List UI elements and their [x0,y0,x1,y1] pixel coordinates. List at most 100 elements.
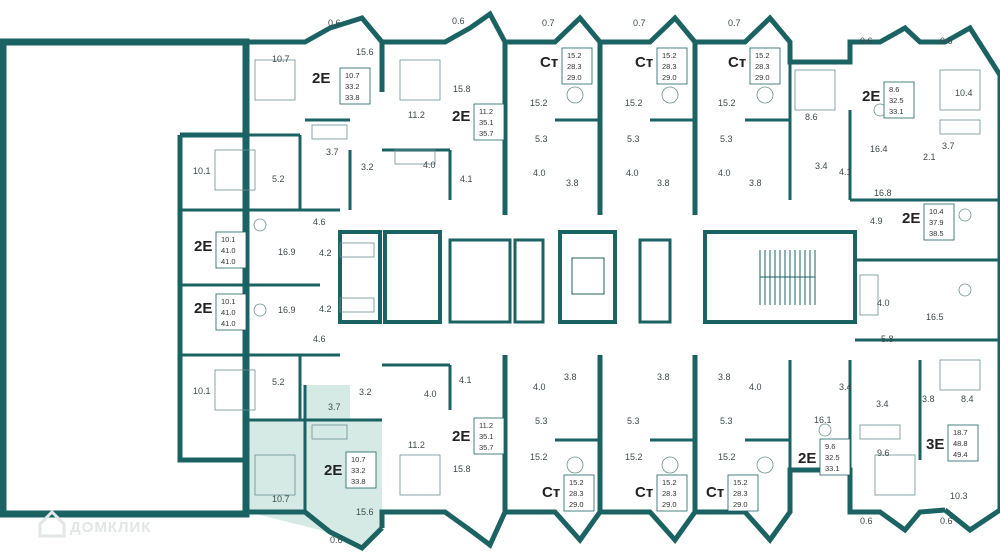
apartment-type: 2E [862,88,880,105]
area-living: 15.2 [662,478,677,487]
room-label: 11.2 [408,110,425,120]
furniture-sketches [214,59,981,496]
apartment-badge[interactable]: 2E 8.6 32.5 33.1 [862,81,915,119]
room-label: 4.0 [424,389,437,399]
room-label: 10.3 [950,491,968,501]
room-label: 0.7 [542,18,555,28]
apartment-badge[interactable]: 2E 11.2 35.1 35.7 [452,417,505,455]
area-total: 41.0 [221,308,236,317]
apartment-badge[interactable]: 2E 11.2 35.1 35.7 [452,103,505,141]
apartment-badge[interactable]: Ст 15.2 28.3 29.0 [542,474,595,512]
room-label: 4.9 [870,216,883,226]
room-label: 10.1 [193,166,211,176]
room-label: 3.8 [657,372,670,382]
room-label: 5.3 [627,416,640,426]
apartment-badge[interactable]: Ст 15.2 28.3 29.0 [540,47,593,85]
area-full: 49.4 [953,450,968,459]
room-label: 16.5 [926,312,944,322]
room-label: 5.3 [535,134,548,144]
room-label: 16.8 [874,188,892,198]
area-total: 28.3 [569,489,584,498]
area-full: 33.1 [825,464,840,473]
area-full: 29.0 [662,73,677,82]
room-label: 15.6 [356,47,374,57]
area-living: 10.7 [345,71,360,80]
home-logo-icon [38,509,66,538]
room-area-labels: 0.6 0.6 0.7 0.7 0.7 0.6 0.6 10.7 15.6 15… [193,16,974,545]
apartment-badge[interactable]: Ст 15.2 28.3 29.0 [635,47,688,85]
apartment-type: Ст [635,54,653,71]
watermark: ДОМКЛИК [38,509,151,538]
room-label: 5.3 [720,416,733,426]
area-total: 28.3 [755,62,770,71]
area-full: 33.1 [889,107,904,116]
apartment-badge[interactable]: 2E 10.4 37.9 38.5 [902,203,955,241]
area-total: 35.1 [479,118,494,127]
building-core [338,230,857,324]
room-label: 4.0 [749,382,762,392]
area-total: 28.3 [662,489,677,498]
apartment-badge[interactable]: 2E 10.7 33.2 33.8 [312,67,371,105]
apartment-badge[interactable]: 2E 10.1 41.0 41.0 [194,231,247,269]
room-label: 3.8 [718,372,731,382]
room-label: 4.2 [319,248,332,258]
apartment-badge[interactable]: 3E 18.7 48.8 49.4 [926,424,979,462]
area-living: 15.2 [755,51,770,60]
room-label: 3.8 [566,178,579,188]
area-total: 32.5 [825,453,840,462]
apartment-type: 2E [312,70,330,87]
room-label: 4.1 [460,174,473,184]
area-total: 28.3 [662,62,677,71]
watermark-text: ДОМКЛИК [70,519,151,536]
area-total: 48.8 [953,439,968,448]
apartment-badge[interactable]: Ст 15.2 28.3 29.0 [635,474,688,512]
area-total: 28.3 [567,62,582,71]
apartment-type: Ст [635,484,653,501]
apartment-badge[interactable]: 2E 10.1 41.0 41.0 [194,293,247,331]
area-living: 10.1 [221,297,236,306]
area-living: 11.2 [479,107,493,116]
room-label: 5.3 [535,416,548,426]
apartment-type: 3E [926,436,944,453]
area-living: 15.2 [662,51,677,60]
adjacent-building-outline [0,38,250,518]
area-full: 38.5 [929,229,944,238]
area-total: 33.2 [345,82,360,91]
apartment-type: Ст [728,54,746,71]
room-label: 3.4 [876,399,889,409]
area-living: 15.2 [569,478,584,487]
apartment-badge[interactable]: Ст 15.2 28.3 29.0 [706,474,759,512]
area-living: 8.6 [889,85,899,94]
room-label: 16.9 [278,305,296,315]
room-label: 10.4 [955,88,973,98]
area-total: 37.9 [929,218,944,227]
room-label: 0.7 [728,18,741,28]
interior-walls [180,62,1000,512]
outer-walls-top [177,10,1000,534]
room-label: 0.6 [330,535,343,545]
room-label: 16.4 [870,144,888,154]
apartment-type: 2E [902,210,920,227]
room-label: 8.4 [961,394,974,404]
area-full: 29.0 [567,73,582,82]
area-full: 41.0 [221,319,236,328]
apartment-badge[interactable]: 2E 9.6 32.5 33.1 [798,438,851,476]
room-label: 15.2 [718,98,736,108]
room-label: 0.6 [940,516,953,526]
room-label: 9.6 [877,448,890,458]
room-label: 0.6 [940,36,953,46]
room-label: 8.6 [805,112,818,122]
apartment-type: 2E [452,108,470,125]
apartment-badge[interactable]: 2E 10.7 33.2 33.8 [324,451,377,489]
room-label: 4.1 [459,375,472,385]
area-total: 41.0 [221,246,236,255]
room-label: 4.0 [626,168,639,178]
room-label: 3.7 [942,141,955,151]
apartment-type: 2E [194,300,212,317]
apartment-type: Ст [542,484,560,501]
room-label: 0.6 [860,516,873,526]
apartment-badge[interactable]: Ст 15.2 28.3 29.0 [728,47,781,85]
selected-apartment-highlight[interactable] [248,385,382,548]
apartment-badges[interactable]: 2E 10.7 33.2 33.8 2E 11.2 35.1 35.7 Ст 1… [194,47,979,512]
area-full: 29.0 [569,500,584,509]
